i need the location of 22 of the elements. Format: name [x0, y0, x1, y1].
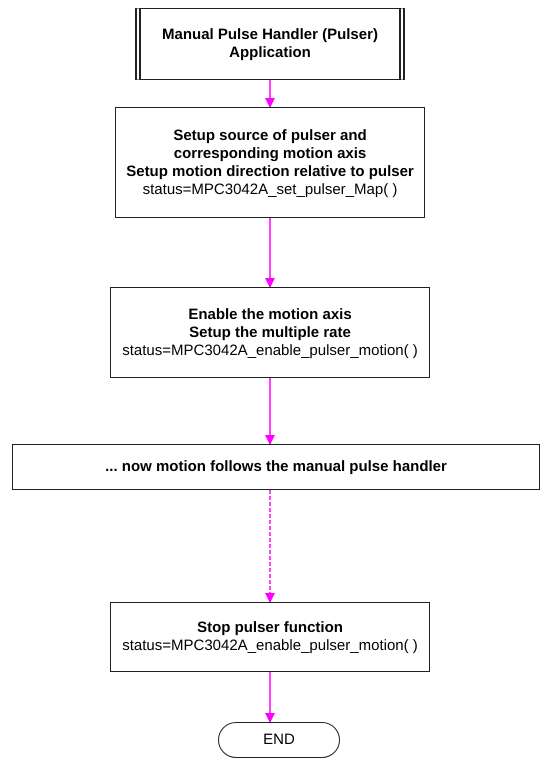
- step-title: Enable the motion axis: [187, 306, 353, 324]
- step-title: ... now motion follows the manual pulse handler: [104, 458, 448, 476]
- step-title: Setup the multiple rate: [188, 324, 352, 342]
- function-call: status=MPC3042A_set_pulser_Map( ): [142, 180, 398, 198]
- arrow: [265, 218, 275, 288]
- function-call: status=MPC3042A_enable_pulser_motion( ): [121, 637, 419, 655]
- terminator: [218, 722, 340, 758]
- step-title: Setup source of pulser and corresponding motion axis: [172, 126, 368, 162]
- process-box: [110, 602, 430, 672]
- subroutine-box: [135, 8, 405, 80]
- arrow: [265, 672, 275, 723]
- arrow: [265, 80, 275, 108]
- arrow: [265, 378, 275, 445]
- process-box: [12, 444, 540, 490]
- arrow: [265, 490, 275, 603]
- process-box: [115, 107, 425, 218]
- step-title: Manual Pulse Handler (Pulser) Application: [161, 26, 379, 62]
- process-box: [110, 287, 430, 378]
- step-title: Stop pulser function: [196, 619, 344, 637]
- end-label: END: [262, 731, 296, 749]
- step-title: Setup motion direction relative to pulser: [125, 162, 415, 180]
- function-call: status=MPC3042A_enable_pulser_motion( ): [121, 342, 419, 360]
